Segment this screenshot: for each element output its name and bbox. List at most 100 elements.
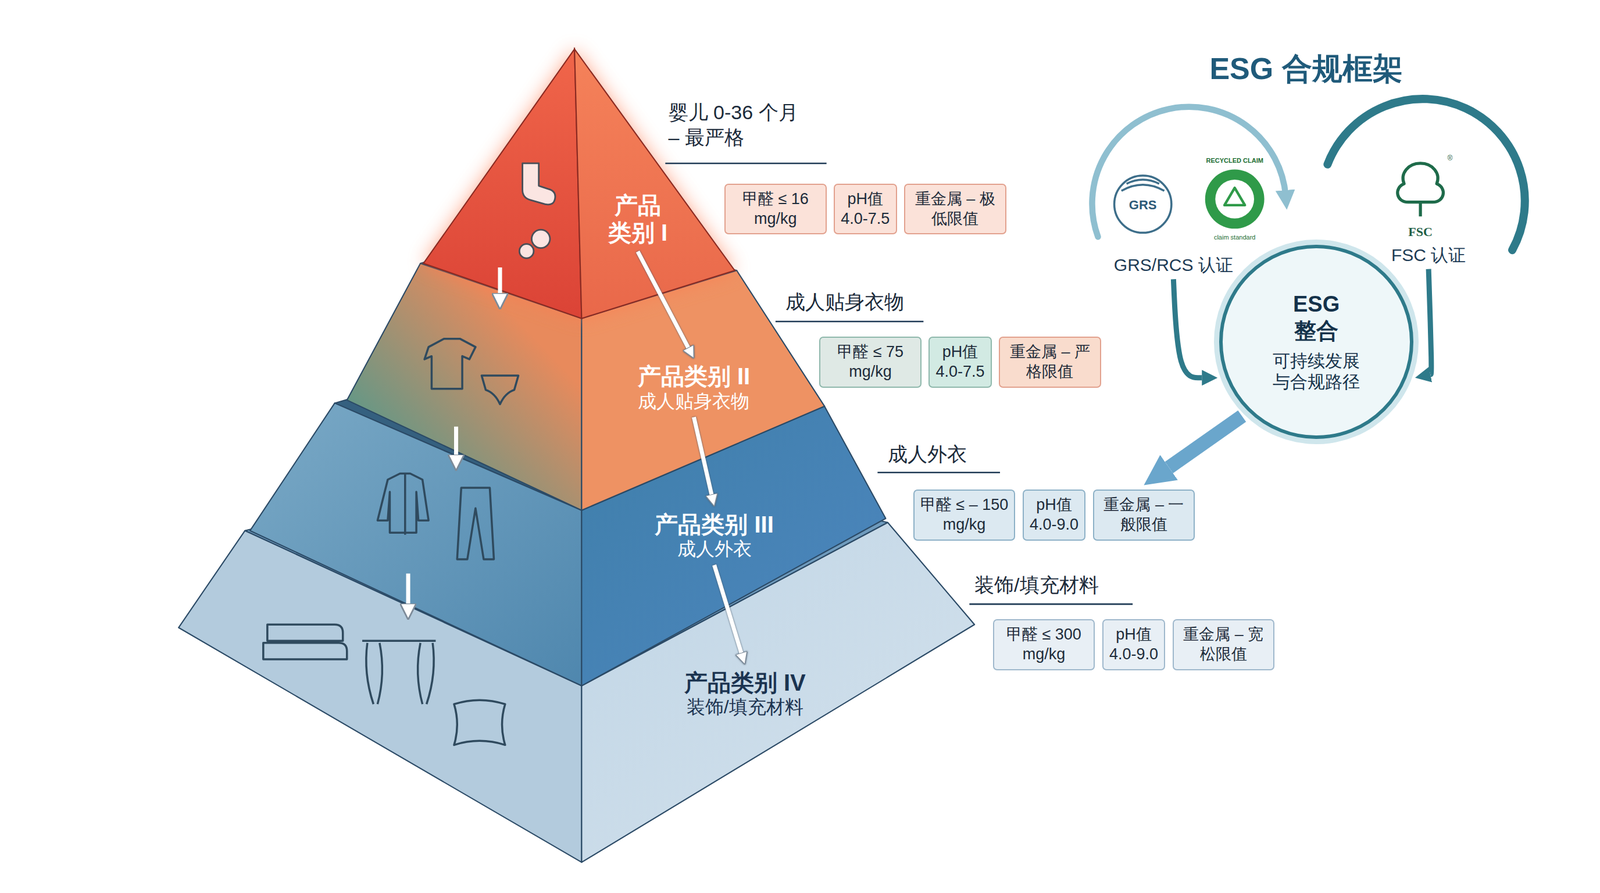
connector-arrow [1428,269,1432,375]
tier-face: 产品类别 I [606,191,670,247]
tier-heading: 婴儿 0-36 个月 – 最严格 [668,100,810,150]
garment-icon [424,338,476,389]
pyramid-tier-one [423,48,735,319]
node-subtext: 成人贴身衣物 [637,390,750,413]
node-subtext: 可持续发展 与合规路径 [1270,350,1363,393]
node-heading: 产品类别 I [606,191,670,247]
tier-heading: 装饰/填充材料 [974,572,1099,598]
grs-logo [1114,175,1172,233]
node-heading: pH值 4.0-7.5 [934,342,987,382]
tier-arrow [408,267,500,609]
esg-circle: ESG 整合可持续发展 与合规路径 [1219,244,1413,439]
label-anchor: 成人外衣 [887,441,967,467]
certification-ring [1091,106,1286,238]
certification-ring [1327,98,1525,250]
tier-heading: 成人贴身衣物 [785,289,905,315]
limit-box: 甲醛 ≤ 16 mg/kg [724,183,827,235]
garment-icon [481,375,519,405]
node-heading: 甲醛 ≤ 300 mg/kg [998,625,1090,665]
node-heading: pH值 4.0-9.0 [1028,495,1081,535]
tier-arrow [406,573,411,609]
tier-face: 产品类别 IV装饰/填充材料 [684,669,806,719]
rcs-logo [1205,169,1265,229]
node-heading: 产品类别 IV [684,669,806,697]
label-anchor: RECYCLED CLAIM [1205,156,1263,166]
limit-box: pH值 4.0-9.0 [1022,489,1087,541]
label-anchor: 装饰/填充材料 [974,572,1099,598]
limit-box: pH值 4.0-7.5 [833,183,898,235]
node-heading: 重金属 – 一般限值 [1098,495,1190,535]
node-heading: GRS/RCS 认证 [1113,254,1234,276]
pyramid-tier-one [574,48,735,319]
label-anchor: claim standard [1213,233,1256,242]
node-heading: FSC 认证 [1391,244,1466,266]
fsc-logo [1397,163,1444,217]
limit-box: 甲醛 ≤ 75 mg/kg [819,336,922,388]
rcs-logo [1224,187,1245,206]
label-underline [969,603,1133,606]
connector-arrow [714,565,742,653]
garment-icon [519,163,556,259]
node-heading: 甲醛 ≤ 16 mg/kg [730,189,821,230]
garment-icon [454,700,506,745]
limit-box: 重金属 – 一般限值 [1093,489,1196,541]
label-underline [877,471,1000,474]
label-anchor: 婴儿 0-36 个月 – 最严格 [668,100,810,150]
connector-arrow [1173,279,1202,378]
label-anchor: 成人贴身衣物 [785,289,905,315]
tier-face: 产品类别 II成人贴身衣物 [637,362,750,413]
certification-group: GRS/RCS 认证 [1113,254,1234,276]
node-subtext: 成人外衣 [654,538,774,561]
limit-box: 甲醛 ≤ – 150 mg/kg [913,489,1016,541]
connector-arrow [1169,416,1243,468]
node-heading: 产品类别 II [637,362,750,391]
pyramid-tier-one [423,48,735,319]
connector-arrow [637,251,689,348]
tier-arrow [454,426,459,460]
grs-logo [1121,179,1165,191]
fsc-logo [1397,163,1444,217]
limit-box: pH值 4.0-9.0 [1102,619,1166,671]
logo-text: claim standard [1213,233,1256,242]
label-underline [665,162,827,165]
garment-icon [522,163,556,205]
node-heading: 甲醛 ≤ 75 mg/kg [825,342,916,382]
diagram-title: ESG 合规框架 [1209,48,1403,90]
rcs-logo [1215,179,1255,219]
certification-group: FSC 认证 [1391,244,1466,266]
certification-ring [1091,98,1525,250]
pyramid-tier-one [423,48,582,319]
garment-icon [263,338,519,746]
node-subtext: 装饰/填充材料 [684,696,806,719]
node-heading: 产品类别 III [654,511,774,539]
logo-text: ® [1447,154,1453,163]
tier-face: 产品类别 III成人外衣 [654,511,774,561]
garment-icon [531,229,550,249]
node-heading: ESG 整合 [1288,291,1345,345]
label-anchor: ® [1447,154,1453,163]
node-heading: 重金属 – 严格限值 [1004,342,1096,382]
node-heading: 甲醛 ≤ – 150 mg/kg [919,495,1010,535]
limit-box: 重金属 – 严格限值 [998,336,1102,388]
label-anchor: GRS [1129,197,1157,214]
limit-box: 重金属 – 极低限值 [904,183,1007,235]
logo-text: RECYCLED CLAIM [1205,156,1263,166]
garment-icon [519,244,534,259]
limit-box: 重金属 – 宽松限值 [1172,619,1275,671]
node-heading: 重金属 – 宽松限值 [1178,625,1270,665]
connector-arrow [693,416,712,495]
limit-box: 甲醛 ≤ 300 mg/kg [993,619,1096,671]
node-heading: 重金属 – 极低限值 [909,189,1001,230]
title-anchor: ESG 合规框架 [1209,48,1403,90]
limit-box: pH值 4.0-7.5 [928,336,992,388]
garment-icon [377,473,429,535]
garment-icon [456,487,494,560]
tier-heading: 成人外衣 [887,441,967,467]
garment-icon [263,624,348,660]
garment-icon [362,640,436,705]
grs-logo [1114,175,1172,233]
logo-text: FSC [1408,223,1433,241]
